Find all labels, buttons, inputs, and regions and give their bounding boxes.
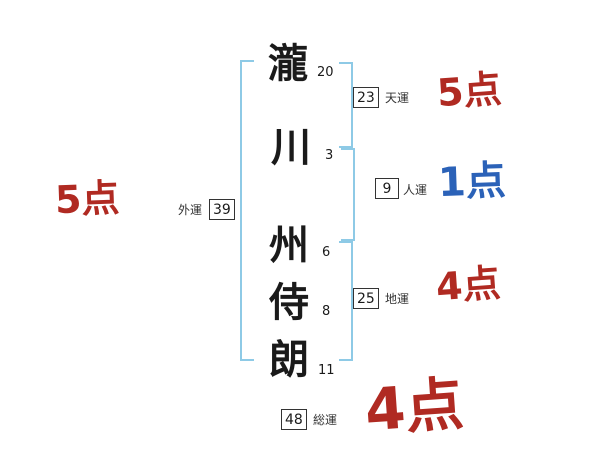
person-luck-label: 人運 (403, 183, 428, 197)
earth-luck-bracket (339, 241, 353, 361)
heaven-luck-score: 5点 (435, 66, 503, 116)
earth-luck-score: 4点 (434, 260, 502, 310)
stroke-count-5: 11 (318, 363, 335, 378)
outer-luck-value-box: 39 (209, 199, 235, 220)
heaven-luck-bracket (339, 62, 353, 148)
name-char-4: 侍 (269, 280, 309, 326)
outer-luck-score: 5点 (54, 175, 121, 223)
name-char-1: 瀧 (268, 41, 308, 87)
heaven-luck-value-box: 23 (353, 87, 379, 108)
earth-luck-value-box: 25 (353, 288, 379, 309)
heaven-luck-label: 天運 (385, 91, 410, 105)
total-luck-label: 総運 (313, 413, 338, 427)
person-luck-bracket (341, 148, 355, 241)
outer-luck-bracket (240, 60, 254, 361)
stroke-count-2: 3 (325, 148, 334, 163)
person-luck-value-box: 9 (375, 178, 399, 199)
total-luck-value-box: 48 (281, 409, 307, 430)
stroke-count-1: 20 (317, 65, 334, 80)
total-luck-score: 4点 (362, 369, 466, 445)
stroke-count-3: 6 (322, 245, 331, 260)
name-char-3: 州 (269, 223, 309, 269)
person-luck-score: 1点 (437, 157, 507, 207)
outer-luck-label: 外運 (178, 203, 203, 217)
earth-luck-label: 地運 (385, 292, 410, 306)
name-char-5: 朗 (269, 337, 309, 383)
name-char-2: 川 (271, 125, 311, 171)
stroke-count-4: 8 (322, 304, 331, 319)
